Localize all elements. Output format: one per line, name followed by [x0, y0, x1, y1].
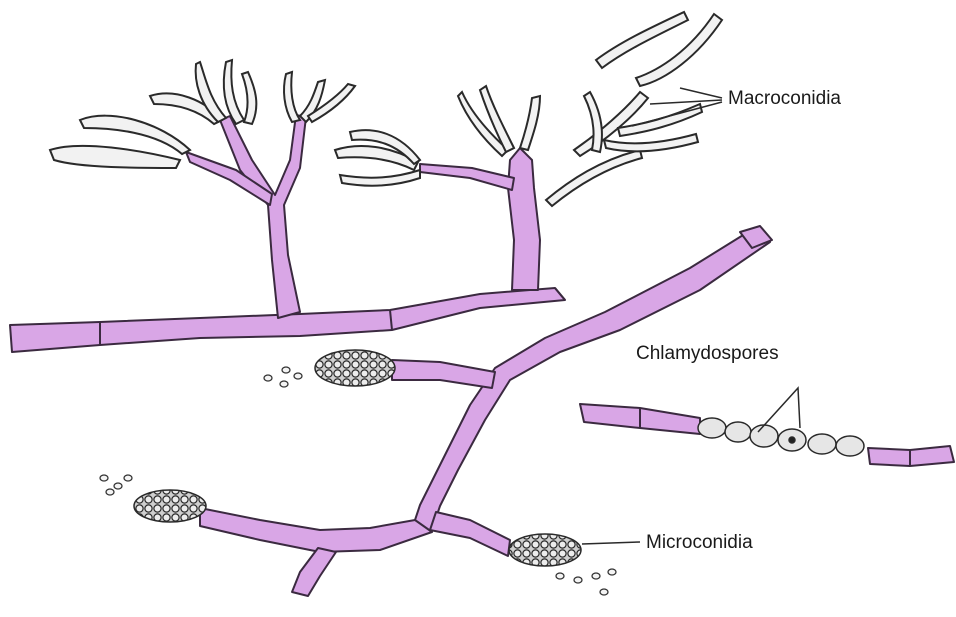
left-conidiophore [220, 115, 306, 318]
chlamydospore-chain [698, 418, 864, 456]
right-conidiophore [508, 148, 540, 290]
chlamydospores-label: Chlamydospores [636, 343, 779, 365]
macroconidia-label: Macroconidia [728, 88, 841, 110]
macroconidium [242, 72, 256, 124]
chlamydospore-pointer [758, 388, 800, 432]
microconidia-cluster-upper [315, 350, 395, 386]
lower-left-hypha [200, 508, 432, 552]
lower-right-hypha [430, 512, 510, 556]
right-branch [420, 164, 514, 190]
chlamydospore [808, 434, 836, 454]
macroconidium [604, 134, 698, 151]
chlamydospore [750, 425, 778, 447]
chlamydospore-nucleus [789, 437, 795, 443]
microconidia-pointer [582, 542, 640, 544]
macroconidium [50, 146, 180, 168]
macroconidium [284, 72, 300, 122]
chlamydospore [698, 418, 726, 438]
macroconidia-group [50, 12, 722, 206]
microconidia-cluster-left [134, 490, 206, 522]
macroconidium [224, 60, 244, 124]
chlamydospore [836, 436, 864, 456]
upper-side-branch [392, 360, 495, 388]
lower-down-branch [292, 548, 336, 596]
macroconidium [520, 96, 540, 150]
chlamydospore [725, 422, 751, 442]
macroconidium [340, 170, 420, 186]
macroconidium [546, 150, 642, 206]
microconidia-label: Microconidia [646, 532, 753, 554]
microconidia-cluster-right [509, 534, 581, 566]
